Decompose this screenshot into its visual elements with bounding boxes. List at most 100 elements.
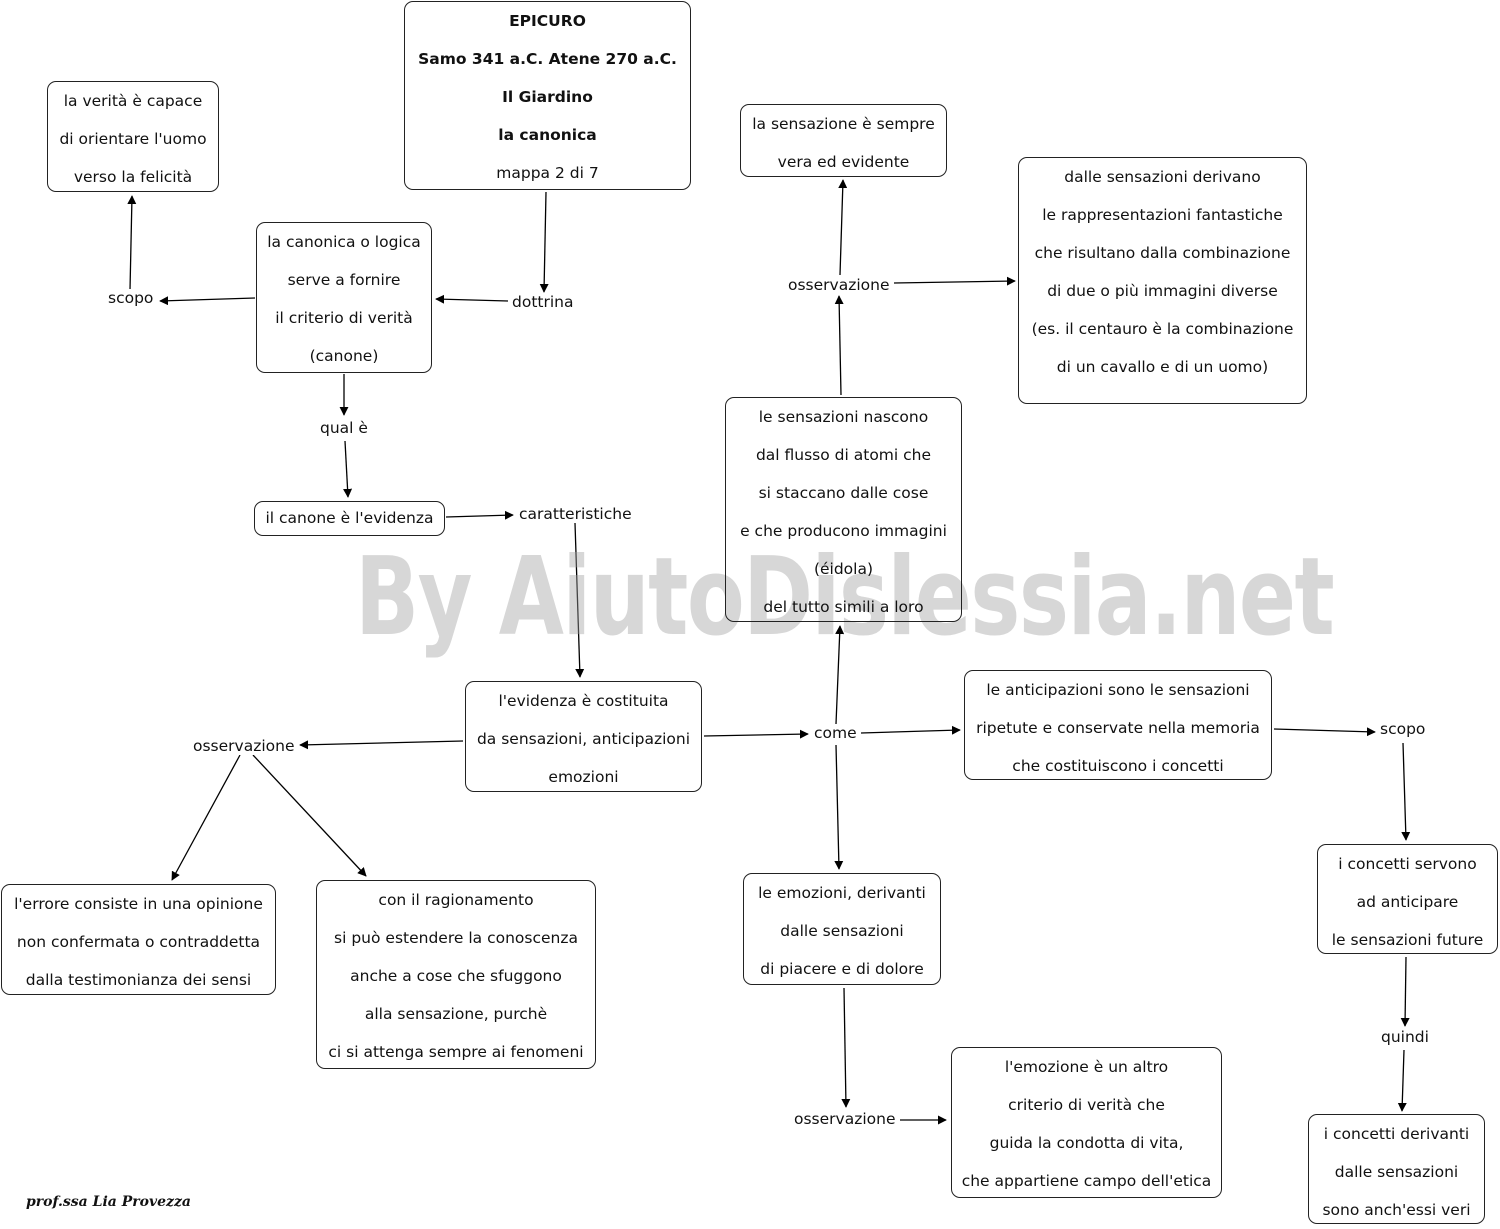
node-text-line: ad anticipare xyxy=(1356,893,1459,911)
arrow-come-to-anticipazioni xyxy=(860,725,961,735)
node-text-line: da sensazioni, anticipazioni xyxy=(476,730,691,748)
arrow-osservazione-to-rappresentazioni xyxy=(893,276,1016,286)
node-concetti-servono[interactable]: i concetti servono ad anticipare le sens… xyxy=(1317,844,1498,954)
node-evidenza[interactable]: l'evidenza è costituita da sensazioni, a… xyxy=(465,681,702,792)
node-text-line: il criterio di verità xyxy=(275,309,413,327)
link-label-scopo: scopo xyxy=(105,289,157,307)
node-text-line: di due o più immagini diverse xyxy=(1047,282,1278,300)
node-text-line: (éidola) xyxy=(813,560,874,578)
node-sensazioni-nascono[interactable]: le sensazioni nascono dal flusso di atom… xyxy=(725,397,962,622)
node-ragionamento[interactable]: con il ragionamento si può estendere la … xyxy=(316,880,596,1069)
node-text-line: ci si attenga sempre ai fenomeni xyxy=(328,1043,584,1061)
arrow-canonica-to-scopo xyxy=(159,296,256,306)
node-text-line: le sensazioni future xyxy=(1331,931,1484,949)
link-label-osservazione: osservazione xyxy=(190,737,298,755)
node-text-line: del tutto simili a loro xyxy=(763,598,924,616)
arrow-come-to-emozioni xyxy=(834,744,844,870)
node-concetti-veri[interactable]: i concetti derivanti dalle sensazioni so… xyxy=(1308,1114,1485,1224)
node-text-line: criterio di verità che xyxy=(1008,1096,1165,1114)
node-errore[interactable]: l'errore consiste in una opinione non co… xyxy=(1,884,276,995)
node-text-line: anche a cose che sfuggono xyxy=(350,967,562,985)
node-text-line: (canone) xyxy=(309,347,379,365)
watermark-text: By AiutoDislessia.net xyxy=(355,535,1335,660)
link-label-caratteristiche: caratteristiche xyxy=(516,505,635,523)
node-text-line: le emozioni, derivanti xyxy=(758,884,926,902)
node-text-line: dalle sensazioni xyxy=(780,922,904,940)
node-text-line: dalle sensazioni xyxy=(1334,1163,1459,1181)
node-text-line: verso la felicità xyxy=(73,168,193,186)
arrow-scopo-to-verita xyxy=(127,195,137,291)
node-text-line: non confermata o contraddetta xyxy=(16,933,261,951)
node-text-line: l'evidenza è costituita xyxy=(498,692,669,710)
arrow-title-to-dottrina xyxy=(539,191,549,293)
node-text-line: con il ragionamento xyxy=(378,891,534,909)
node-text-line: il canone è l'evidenza xyxy=(265,509,434,527)
node-text-line: sono anch'essi veri xyxy=(1322,1201,1471,1219)
link-label-dottrina: dottrina xyxy=(509,293,577,311)
title-line: la canonica xyxy=(498,126,597,144)
node-text-line: le anticipazioni sono le sensazioni xyxy=(986,681,1250,699)
link-label-come: come xyxy=(811,724,860,742)
link-label-osservazione: osservazione xyxy=(791,1110,899,1128)
node-text-line: la verità è capace xyxy=(63,92,203,110)
title-line: EPICURO xyxy=(509,12,586,30)
node-text-line: guida la condotta di vita, xyxy=(989,1134,1184,1152)
node-verita[interactable]: la verità è capace di orientare l'uomo v… xyxy=(47,81,219,192)
arrow-osservazione-to-vera xyxy=(838,179,848,276)
node-text-line: che risultano dalla combinazione xyxy=(1034,244,1291,262)
node-emozioni[interactable]: le emozioni, derivanti dalle sensazioni … xyxy=(743,873,941,985)
node-text-line: di piacere e di dolore xyxy=(760,960,924,978)
node-text-line: serve a fornire xyxy=(287,271,401,289)
node-text-line: ripetute e conservate nella memoria xyxy=(976,719,1260,737)
arrow-emozioni-to-osservazione xyxy=(841,987,851,1108)
title-line: mappa 2 di 7 xyxy=(496,164,599,182)
arrow-concetti-to-quindi xyxy=(1400,956,1410,1027)
arrow-evidenza-to-osservazione xyxy=(299,740,464,750)
arrow-quindi-to-veri xyxy=(1397,1049,1407,1112)
node-text-line: che costituiscono i concetti xyxy=(1012,757,1224,775)
node-anticipazioni[interactable]: le anticipazioni sono le sensazioni ripe… xyxy=(964,670,1272,780)
title-line: Samo 341 a.C. Atene 270 a.C. xyxy=(418,50,677,68)
author-signature: prof.ssa Lia Provezza xyxy=(26,1194,191,1210)
arrow-osservazione-to-ragionamento xyxy=(252,754,367,877)
node-title-epicuro[interactable]: EPICURO Samo 341 a.C. Atene 270 a.C. Il … xyxy=(404,1,691,190)
arrow-nascono-to-osservazione xyxy=(834,295,844,396)
node-text-line: dalla testimonianza dei sensi xyxy=(25,971,252,989)
node-rappresentazioni[interactable]: dalle sensazioni derivano le rappresenta… xyxy=(1018,157,1307,404)
node-text-line: di orientare l'uomo xyxy=(59,130,207,148)
arrow-qual-to-canone xyxy=(343,440,353,498)
arrow-scopo-to-concetti xyxy=(1401,742,1411,841)
node-text-line: che appartiene campo dell'etica xyxy=(961,1172,1212,1190)
node-text-line: le sensazioni nascono xyxy=(758,408,929,426)
node-text-line: la canonica o logica xyxy=(267,233,421,251)
node-text-line: si staccano dalle cose xyxy=(758,484,929,502)
link-label-osservazione: osservazione xyxy=(785,276,893,294)
link-label-quindi: quindi xyxy=(1378,1028,1432,1046)
title-line: Il Giardino xyxy=(502,88,593,106)
arrow-come-to-nascono xyxy=(835,625,845,725)
node-text-line: (es. il centauro è la combinazione xyxy=(1031,320,1294,338)
arrow-caratteristiche-to-evidenza xyxy=(574,522,585,678)
node-canone[interactable]: il canone è l'evidenza xyxy=(254,501,445,536)
node-text-line: l'errore consiste in una opinione xyxy=(14,895,263,913)
arrow-evidenza-to-come xyxy=(703,729,809,739)
node-text-line: e che producono immagini xyxy=(740,522,947,540)
node-text-line: dalle sensazioni derivano xyxy=(1064,168,1261,186)
node-text-line: i concetti derivanti xyxy=(1323,1125,1470,1143)
node-text-line: dal flusso di atomi che xyxy=(755,446,932,464)
node-canonica[interactable]: la canonica o logica serve a fornire il … xyxy=(256,222,432,373)
node-text-line: vera ed evidente xyxy=(777,153,910,171)
node-text-line: la sensazione è sempre xyxy=(752,115,935,133)
arrow-osservazione-to-errore xyxy=(171,754,241,881)
node-text-line: di un cavallo e di un uomo) xyxy=(1056,358,1269,376)
node-text-line: le rappresentazioni fantastiche xyxy=(1042,206,1283,224)
node-text-line: l'emozione è un altro xyxy=(1004,1058,1169,1076)
node-text-line: emozioni xyxy=(548,768,619,786)
arrow-canone-to-caratteristiche xyxy=(445,510,514,520)
link-label-qual-e: qual è xyxy=(317,419,371,437)
node-text-line: alla sensazione, purchè xyxy=(364,1005,548,1023)
node-sensazione-vera[interactable]: la sensazione è sempre vera ed evidente xyxy=(740,104,947,177)
node-text-line: si può estendere la conoscenza xyxy=(334,929,578,947)
node-emozione-criterio[interactable]: l'emozione è un altro criterio di verità… xyxy=(951,1047,1222,1198)
